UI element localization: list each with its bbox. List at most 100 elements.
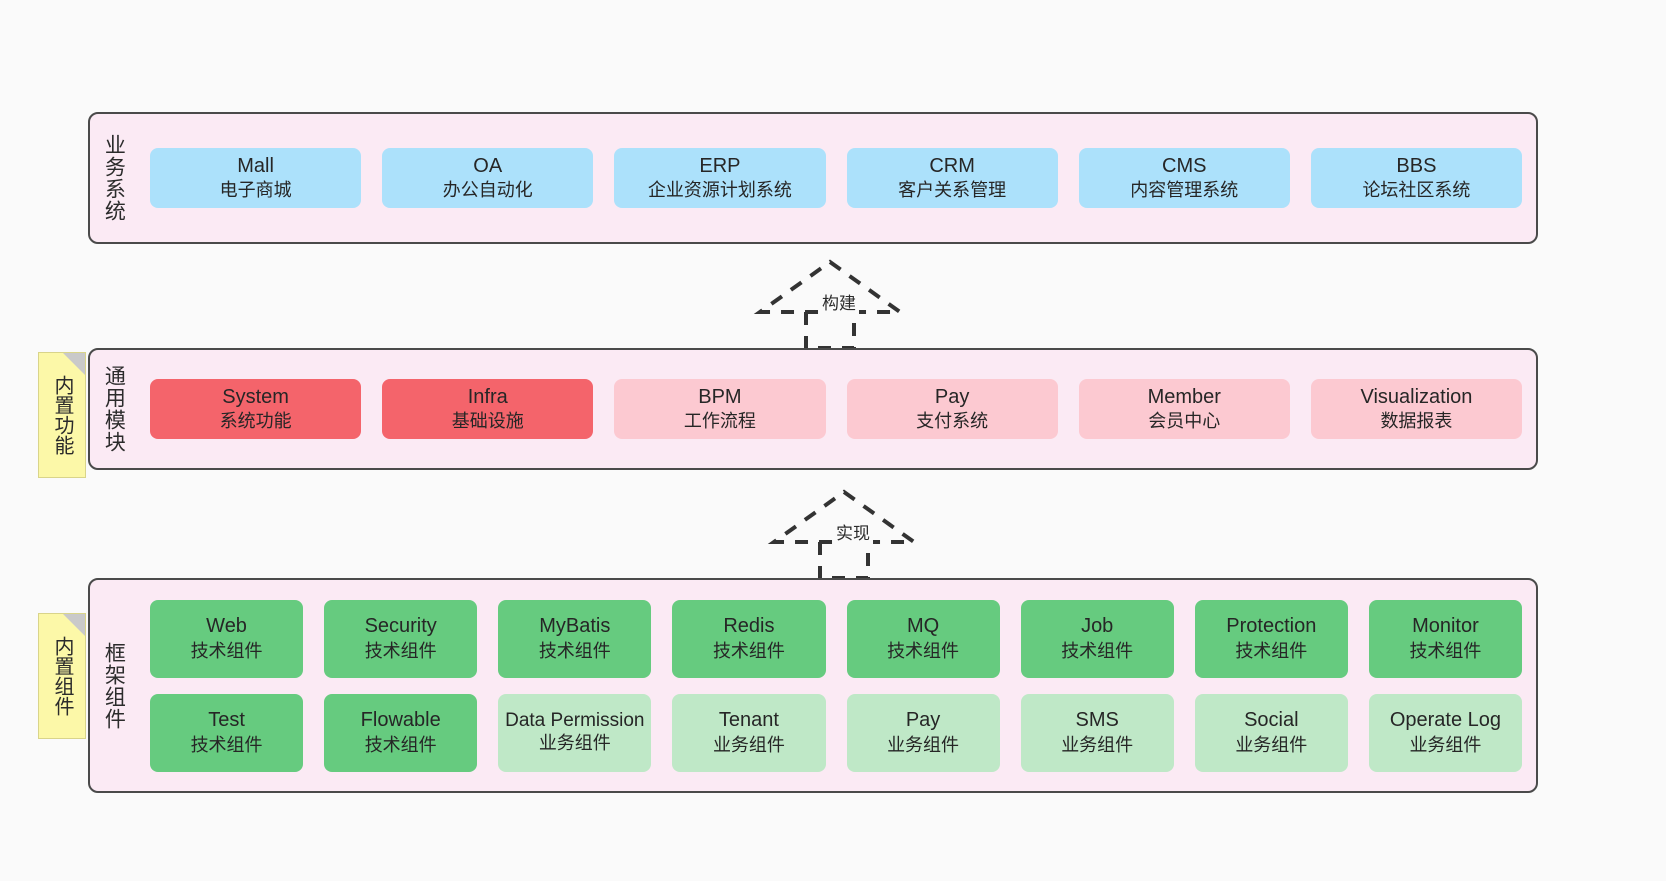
node-system[interactable]: System 系统功能	[150, 378, 362, 440]
node-job[interactable]: Job 技术组件	[1020, 599, 1174, 678]
node-title: OA	[473, 154, 503, 177]
node-subtitle: 支付系统	[916, 411, 989, 432]
node-subtitle: 业务组件	[1409, 734, 1482, 755]
node-subtitle: 会员中心	[1148, 411, 1221, 432]
connector-build-label: 构建	[819, 289, 859, 314]
node-title: Pay	[934, 385, 970, 408]
node-subtitle: 技术组件	[364, 734, 437, 755]
node-operate-log[interactable]: Operate Log 业务组件	[1368, 693, 1522, 772]
node-bbs[interactable]: BBS 论坛社区系统	[1310, 147, 1523, 209]
node-test[interactable]: Test 技术组件	[150, 693, 304, 772]
node-subtitle: 业务组件	[712, 734, 785, 755]
node-flowable[interactable]: Flowable 技术组件	[324, 693, 478, 772]
node-mall[interactable]: Mall 电子商城	[150, 147, 362, 209]
node-subtitle: 技术组件	[712, 640, 785, 661]
node-protection[interactable]: Protection 技术组件	[1194, 599, 1348, 678]
connector-realize-label: 实现	[833, 519, 873, 544]
node-title: BPM	[698, 385, 742, 408]
node-row: Mall 电子商城 OA 办公自动化 ERP 企业资源计划系统 CRM 客户关系…	[150, 147, 1523, 209]
node-row: Web 技术组件 Security 技术组件 MyBatis 技术组件 Redi…	[150, 599, 1522, 678]
node-visualization[interactable]: Visualization 数据报表	[1310, 378, 1523, 440]
layer-title-business-system: 业务系统	[102, 134, 126, 222]
generalization-arrow-icon	[753, 259, 907, 350]
node-title: MQ	[906, 615, 940, 638]
node-subtitle: 技术组件	[1409, 640, 1482, 661]
node-pay-component[interactable]: Pay 业务组件	[846, 693, 1000, 772]
node-erp[interactable]: ERP 企业资源计划系统	[614, 147, 826, 209]
node-mybatis[interactable]: MyBatis 技术组件	[498, 599, 652, 678]
node-infra[interactable]: Infra 基础设施	[382, 378, 594, 440]
node-crm[interactable]: CRM 客户关系管理	[846, 147, 1058, 209]
node-subtitle: 内容管理系统	[1130, 180, 1239, 201]
node-title: Mall	[237, 154, 274, 177]
sticky-note-builtin-component: 内置组件	[38, 613, 86, 739]
connector-build: 构建	[753, 258, 907, 350]
node-subtitle: 业务组件	[1235, 734, 1308, 755]
node-subtitle: 办公自动化	[442, 180, 533, 201]
node-row: System 系统功能 Infra 基础设施 BPM 工作流程 Pay 支付系统…	[150, 378, 1523, 440]
layer-body-business-system: Mall 电子商城 OA 办公自动化 ERP 企业资源计划系统 CRM 客户关系…	[136, 114, 1536, 242]
node-subtitle: 企业资源计划系统	[647, 180, 792, 201]
node-subtitle: 技术组件	[190, 734, 263, 755]
sticky-note-builtin-function: 内置功能	[38, 352, 86, 478]
node-pay-module[interactable]: Pay 支付系统	[846, 378, 1058, 440]
layer-body-common-modules: System 系统功能 Infra 基础设施 BPM 工作流程 Pay 支付系统…	[136, 350, 1536, 468]
node-subtitle: 技术组件	[190, 640, 263, 661]
node-row: Test 技术组件 Flowable 技术组件 Data Permission …	[150, 693, 1522, 772]
node-title: Redis	[723, 615, 775, 638]
node-tenant[interactable]: Tenant 业务组件	[672, 693, 826, 772]
node-title: Job	[1081, 615, 1114, 638]
node-title: Visualization	[1360, 385, 1473, 408]
node-sms[interactable]: SMS 业务组件	[1020, 693, 1174, 772]
node-title: System	[222, 385, 289, 408]
node-subtitle: 技术组件	[538, 640, 611, 661]
node-subtitle: 工作流程	[683, 411, 756, 432]
layer-framework-components: 框架组件 Web 技术组件 Security 技术组件 MyBatis 技术组件…	[88, 578, 1538, 793]
node-subtitle: 数据报表	[1380, 411, 1453, 432]
node-security[interactable]: Security 技术组件	[324, 599, 478, 678]
node-title: Web	[206, 615, 247, 638]
node-monitor[interactable]: Monitor 技术组件	[1368, 599, 1522, 678]
node-title: Monitor	[1412, 615, 1479, 638]
node-title: Operate Log	[1389, 709, 1502, 732]
connector-realize: 实现	[767, 488, 921, 580]
layer-common-modules: 通用模块 System 系统功能 Infra 基础设施 BPM 工作流程 Pay…	[88, 348, 1538, 470]
node-title: Tenant	[718, 709, 779, 732]
node-redis[interactable]: Redis 技术组件	[672, 599, 826, 678]
node-subtitle: 业务组件	[1061, 734, 1134, 755]
node-mq[interactable]: MQ 技术组件	[846, 599, 1000, 678]
layer-body-framework-components: Web 技术组件 Security 技术组件 MyBatis 技术组件 Redi…	[136, 580, 1536, 791]
node-title: Social	[1244, 709, 1299, 732]
node-subtitle: 技术组件	[1061, 640, 1134, 661]
sticky-note-label: 内置组件	[51, 636, 73, 716]
node-title: Protection	[1226, 615, 1317, 638]
node-subtitle: 基础设施	[451, 411, 524, 432]
layer-title-common-modules: 通用模块	[102, 365, 126, 453]
generalization-arrow-icon	[767, 489, 921, 580]
node-social[interactable]: Social 业务组件	[1194, 693, 1348, 772]
node-member[interactable]: Member 会员中心	[1078, 378, 1290, 440]
node-subtitle: 业务组件	[538, 733, 611, 754]
node-oa[interactable]: OA 办公自动化	[382, 147, 594, 209]
node-web[interactable]: Web 技术组件	[150, 599, 304, 678]
node-title: Data Permission	[505, 709, 645, 731]
node-subtitle: 业务组件	[887, 734, 960, 755]
node-title: Security	[364, 615, 437, 638]
node-title: BBS	[1396, 154, 1437, 177]
node-subtitle: 论坛社区系统	[1362, 180, 1471, 201]
node-title: Flowable	[360, 709, 441, 732]
node-title: MyBatis	[539, 615, 611, 638]
node-subtitle: 电子商城	[219, 180, 292, 201]
node-title: Test	[208, 709, 245, 732]
node-cms[interactable]: CMS 内容管理系统	[1078, 147, 1290, 209]
node-subtitle: 系统功能	[219, 411, 292, 432]
node-subtitle: 技术组件	[887, 640, 960, 661]
node-title: Infra	[467, 385, 508, 408]
node-title: ERP	[699, 154, 741, 177]
node-data-permission[interactable]: Data Permission 业务组件	[498, 693, 652, 772]
node-title: Member	[1147, 385, 1221, 408]
layer-business-system: 业务系统 Mall 电子商城 OA 办公自动化 ERP 企业资源计划系统 CRM…	[88, 112, 1538, 244]
node-bpm[interactable]: BPM 工作流程	[614, 378, 826, 440]
node-title: CMS	[1162, 154, 1207, 177]
